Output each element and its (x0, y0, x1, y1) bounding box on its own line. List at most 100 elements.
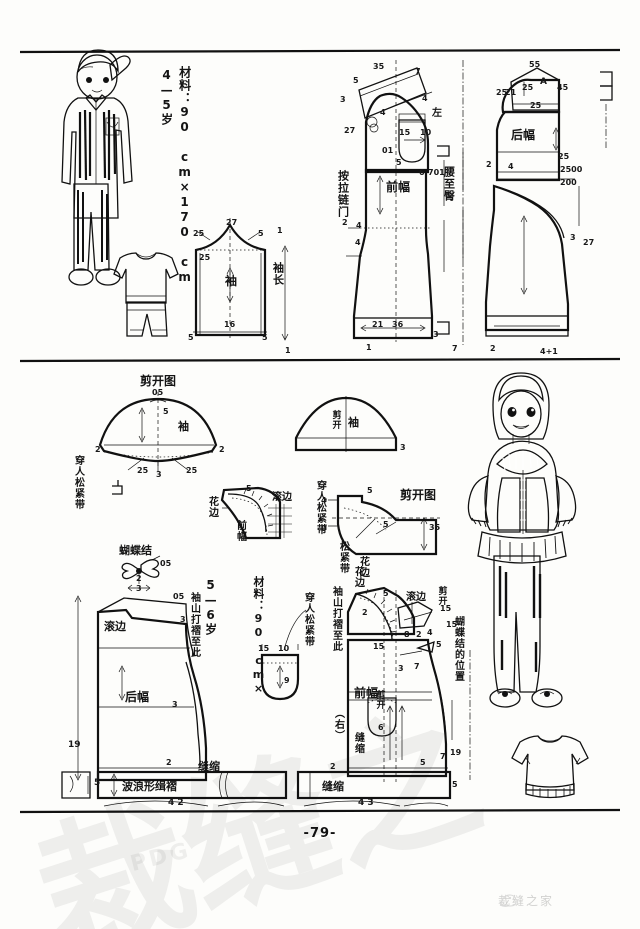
piece-front-panel-bottom (296, 586, 471, 807)
num: 4 2 (168, 798, 184, 808)
num: 2 (362, 608, 368, 617)
elastic-label-collar: 松紧带 (337, 541, 349, 574)
num: 2 (166, 758, 172, 767)
lace-label-front-detail: 花边 (206, 496, 218, 518)
page-number: -79- (303, 826, 337, 841)
binding-label-back: 滚边 (104, 620, 126, 633)
num: 21 (505, 88, 517, 97)
num: 25 (496, 88, 508, 97)
flat-garment-girl-back (511, 735, 589, 799)
elastic-label-pocket: 穿人松紧带 (302, 592, 314, 647)
num: 1 (366, 343, 372, 352)
piece-label-back-top: 后幅 (511, 128, 536, 142)
num: 5 (383, 520, 389, 529)
num: 25 (137, 466, 149, 475)
elastic-label-front-detail: 穿人松紧带 (314, 480, 326, 535)
num: 4 (321, 496, 327, 505)
num: 27 (583, 238, 595, 247)
num: 25 (530, 101, 542, 110)
num: 2 (330, 762, 336, 771)
num: 3 (570, 233, 576, 242)
piece-back-panel-bottom (61, 595, 288, 807)
num: 25 (558, 152, 570, 161)
num: 36 (392, 320, 404, 329)
num: 4 (356, 221, 362, 230)
piece-collar-cut-open (325, 494, 440, 556)
piece-sleeve-cut-open (98, 392, 218, 495)
num: 05 (173, 592, 185, 601)
gather-label-front: 缝缩 (352, 732, 364, 754)
binding-label-front-detail: 滚边 (272, 492, 292, 503)
num: 15 (373, 642, 385, 651)
num: 05 (152, 388, 164, 397)
piece-label-sleeve-cut2: 袖 (348, 416, 359, 429)
front-side-mark: （右） (332, 708, 344, 741)
num: 200 (560, 178, 577, 187)
piece-back-panel-top (484, 67, 613, 337)
num: 5 (262, 333, 268, 342)
brand-watermark: 裁缝之家 (498, 892, 554, 909)
num: 7 (452, 344, 458, 353)
num: 05 (160, 559, 172, 568)
num: 9 (284, 676, 290, 685)
num: 01 (382, 146, 394, 155)
boy-model-illustration (61, 49, 133, 286)
num: 1 (285, 346, 291, 355)
scissors-bird-logo-icon (499, 894, 517, 907)
num: 19 (450, 748, 462, 757)
num: 1 (277, 226, 283, 235)
num: 21 (372, 320, 384, 329)
num: 3 (172, 700, 178, 709)
piece-label-sleeve-top: 袖 (225, 274, 238, 288)
num: 2 (490, 344, 496, 353)
waist-to-hip-label: 腰至臀 (442, 166, 456, 202)
num: 55 (529, 60, 541, 69)
zipper-placket-label: 按拉链门 (336, 170, 350, 218)
num: 15 (446, 620, 458, 629)
num: 2 (95, 445, 101, 454)
num: 5 (94, 778, 101, 788)
num: 3 (398, 664, 404, 673)
num: 4 (355, 238, 361, 247)
brand-text: 裁缝之家 (498, 894, 555, 908)
sleeve-length-label: 袖长 (271, 262, 285, 286)
num: 7 (415, 67, 421, 76)
num: 5 (383, 589, 389, 598)
num: 3 (156, 470, 162, 479)
bow-position-label: 蝴蝶结的位置 (452, 616, 464, 682)
num: 4+1 (540, 347, 558, 356)
num: 3 (180, 615, 186, 624)
cut-open-label-sleeve2: 剪开 (330, 410, 341, 430)
num: 5 (396, 158, 402, 167)
binding-label-front: 滚边 (406, 592, 426, 603)
num: 2 (342, 218, 348, 227)
sleeve-pleat-label-back: 袖山打褶至此 (188, 592, 200, 658)
num: 19 (68, 740, 81, 750)
num: 10 (278, 644, 290, 653)
cut-diagram-title-collar: 剪开图 (400, 488, 437, 502)
gather-label-back: 缝缩 (198, 760, 220, 773)
num: 2 (219, 445, 225, 454)
bow-detail (121, 555, 161, 592)
num: 5 (452, 780, 458, 789)
piece-front-panel-top (346, 60, 464, 345)
num: 35 (373, 62, 385, 71)
num: 15 (399, 128, 411, 137)
num: 25 (522, 83, 534, 92)
num: 15 (440, 604, 452, 613)
num: 5 (163, 407, 169, 416)
num: 5 (258, 229, 264, 238)
num: 4 (427, 628, 433, 637)
num: 4 3 (358, 798, 374, 808)
sleeve-pleat-label-front: 袖山打褶至此 (330, 586, 342, 652)
num: 7 (414, 662, 420, 671)
num: 35 (429, 523, 441, 532)
num: 25 (199, 253, 211, 262)
piece-sleeve-top (193, 218, 289, 341)
num: 7 (440, 752, 446, 761)
num: 5 (420, 758, 426, 767)
num: 5 (353, 76, 359, 85)
piece-label-front-bottom: 前幅 (354, 686, 379, 700)
